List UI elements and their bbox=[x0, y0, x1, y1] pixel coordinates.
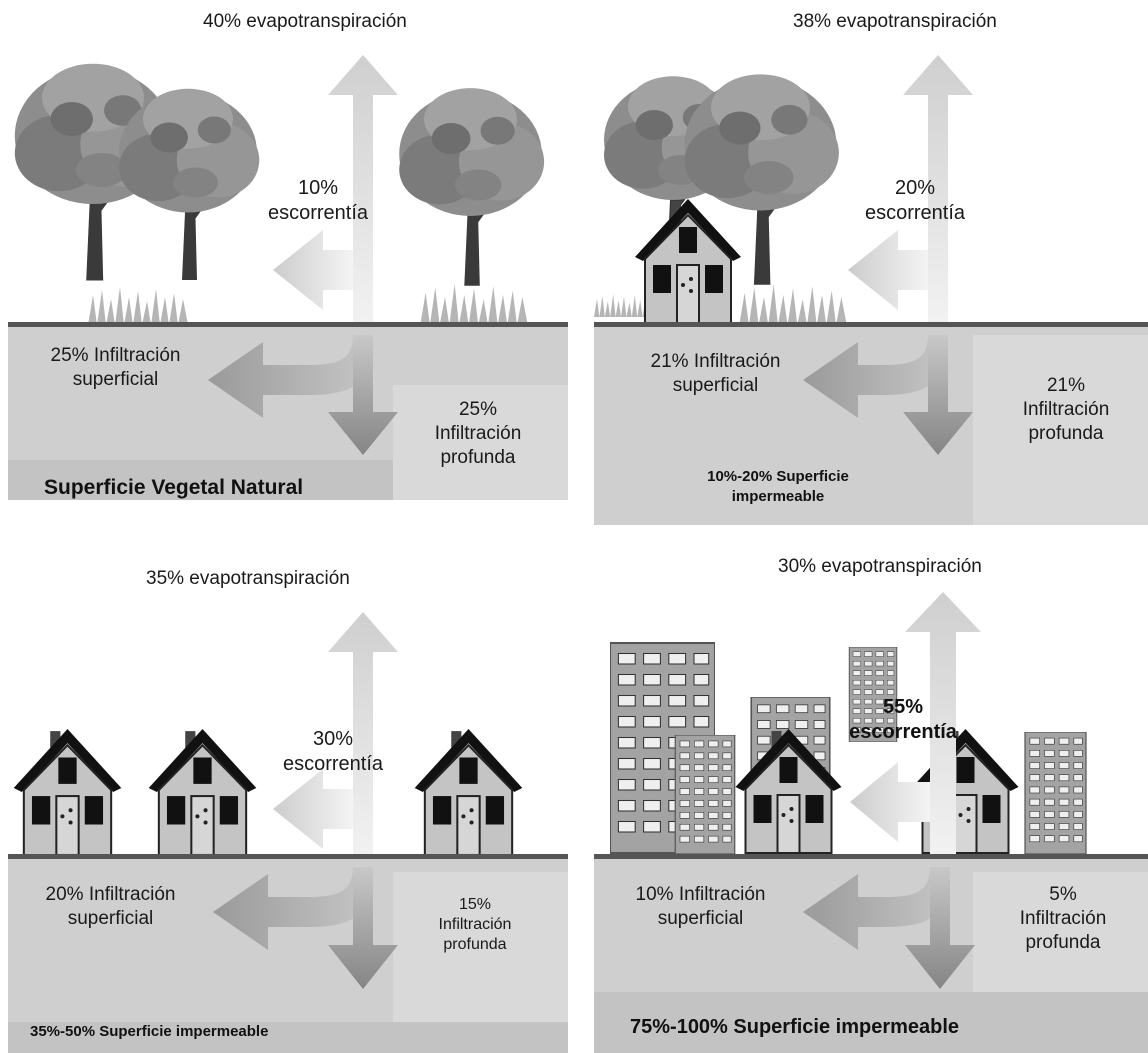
panel-4-artwork bbox=[594, 592, 1148, 1053]
runoff-text: escorrentía bbox=[282, 753, 384, 775]
house-icon bbox=[147, 728, 258, 857]
deep-infiltration-line2: profunda bbox=[1028, 422, 1104, 444]
arrow-left-icon bbox=[213, 867, 373, 950]
tree-icon bbox=[119, 88, 260, 280]
runoff-label: 55% escorrentía bbox=[838, 695, 968, 745]
deep-infiltration-percent: 25% bbox=[458, 399, 498, 420]
deep-infiltration-percent: 5% bbox=[1049, 884, 1077, 905]
house-icon bbox=[413, 728, 524, 857]
shallow-infiltration-line2: superficial bbox=[657, 907, 744, 929]
grass-icon bbox=[88, 287, 188, 325]
runoff-text: escorrentía bbox=[267, 202, 369, 224]
arrow-down-icon bbox=[328, 867, 398, 989]
house-icon bbox=[634, 198, 742, 324]
runoff-percent: 20% bbox=[894, 177, 936, 199]
soil-lower-block bbox=[973, 335, 1148, 525]
shallow-infiltration-line1: 10% Infiltración bbox=[635, 884, 766, 905]
shallow-infiltration-label: 25% Infiltración superficial bbox=[23, 344, 208, 392]
soil-bottom-band bbox=[594, 992, 1148, 1053]
surface-type-label: 10%-20% Superficie impermeable bbox=[678, 467, 878, 508]
arrow-left-icon bbox=[803, 335, 948, 418]
building-icon bbox=[674, 735, 736, 854]
house-icon bbox=[12, 728, 123, 857]
building-icon bbox=[1023, 732, 1088, 854]
deep-infiltration-line1: Infiltración bbox=[1022, 398, 1110, 420]
arrow-down-icon bbox=[903, 335, 973, 455]
shallow-infiltration-line2: superficial bbox=[67, 907, 154, 929]
deep-infiltration-line1: Infiltración bbox=[434, 422, 522, 444]
arrow-up-icon bbox=[328, 612, 398, 857]
runoff-label: 10% escorrentía bbox=[253, 176, 383, 226]
ground-line bbox=[8, 854, 568, 859]
panel-high-impervious: 30% evapotranspiración 55% escorrentía 1… bbox=[588, 527, 1148, 1053]
shallow-infiltration-label: 21% Infiltración superficial bbox=[623, 350, 808, 398]
surface-type-line1: 10%-20% Superficie bbox=[707, 468, 849, 485]
ground-line bbox=[594, 322, 1148, 327]
arrow-down-icon bbox=[328, 335, 398, 455]
runoff-label: 20% escorrentía bbox=[850, 176, 980, 226]
shallow-infiltration-line2: superficial bbox=[72, 368, 159, 390]
evapotranspiration-label: 30% evapotranspiración bbox=[778, 556, 982, 577]
deep-infiltration-line2: profunda bbox=[1025, 931, 1101, 953]
surface-type-label: 35%-50% Superficie impermeable bbox=[30, 1023, 269, 1040]
runoff-text: escorrentía bbox=[864, 202, 966, 224]
surface-type-line2: impermeable bbox=[731, 488, 825, 506]
shallow-infiltration-label: 10% Infiltración superficial bbox=[608, 883, 793, 931]
panel-1-artwork bbox=[8, 55, 568, 500]
runoff-percent: 10% bbox=[297, 177, 339, 199]
arrow-left-icon bbox=[850, 762, 930, 842]
arrow-left-icon bbox=[273, 230, 353, 310]
deep-infiltration-label: 5% Infiltración profunda bbox=[998, 883, 1128, 954]
arrow-left-icon bbox=[803, 867, 950, 950]
deep-infiltration-label: 21% Infiltración profunda bbox=[1001, 374, 1131, 445]
arrow-left-icon bbox=[848, 230, 928, 310]
grass-icon bbox=[739, 284, 847, 325]
soil-lower-block bbox=[973, 872, 1148, 992]
deep-infiltration-percent: 15% bbox=[458, 896, 492, 913]
surface-type-label: Superficie Vegetal Natural bbox=[44, 476, 304, 499]
runoff-text: escorrentía bbox=[849, 721, 957, 743]
deep-infiltration-line2: profunda bbox=[440, 446, 516, 468]
ground-line bbox=[594, 854, 1148, 859]
runoff-label: 30% escorrentía bbox=[268, 727, 398, 777]
arrow-up-icon bbox=[903, 55, 973, 325]
arrow-left-icon bbox=[208, 335, 373, 418]
panel-3-artwork bbox=[8, 612, 568, 1053]
deep-infiltration-line1: Infiltración bbox=[438, 916, 512, 933]
panel-medium-impervious: 35% evapotranspiración 30% escorrentía 2… bbox=[8, 527, 568, 1053]
panel-2-artwork bbox=[594, 55, 1148, 525]
soil-bottom-band bbox=[8, 1022, 568, 1053]
deep-infiltration-label: 25% Infiltración profunda bbox=[413, 398, 543, 469]
deep-infiltration-percent: 21% bbox=[1046, 375, 1086, 396]
shallow-infiltration-line1: 21% Infiltración bbox=[650, 351, 781, 372]
shallow-infiltration-line2: superficial bbox=[672, 374, 759, 396]
soil-lower-block bbox=[393, 385, 568, 500]
soil-lower-block bbox=[393, 872, 568, 1022]
surface-type-label: 75%-100% Superficie impermeable bbox=[630, 1016, 960, 1038]
soil-bottom-band bbox=[8, 460, 393, 500]
shallow-infiltration-label: 20% Infiltración superficial bbox=[18, 883, 203, 931]
shallow-infiltration-line1: 20% Infiltración bbox=[45, 884, 176, 905]
runoff-percent: 30% bbox=[312, 728, 354, 750]
arrow-left-icon bbox=[273, 769, 353, 849]
panel-natural-surface: 40% evapotranspiración 10% escorrentía 2… bbox=[8, 0, 568, 526]
panel-low-impervious: 38% evapotranspiración 20% escorrentía 2… bbox=[588, 0, 1148, 526]
evapotranspiration-label: 38% evapotranspiración bbox=[793, 11, 997, 32]
deep-infiltration-line2: profunda bbox=[443, 936, 507, 953]
ground-line bbox=[8, 322, 568, 327]
evapotranspiration-label: 35% evapotranspiración bbox=[146, 568, 350, 589]
grass-icon bbox=[420, 284, 528, 325]
arrow-down-icon bbox=[905, 867, 975, 989]
runoff-percent: 55% bbox=[882, 696, 924, 718]
arrow-up-icon bbox=[328, 55, 398, 325]
evapotranspiration-label: 40% evapotranspiración bbox=[203, 11, 407, 32]
deep-infiltration-label: 15% Infiltración profunda bbox=[410, 895, 540, 955]
arrow-up-icon bbox=[905, 592, 981, 857]
shallow-infiltration-line1: 25% Infiltración bbox=[50, 345, 181, 366]
deep-infiltration-line1: Infiltración bbox=[1019, 907, 1107, 929]
tree-icon bbox=[399, 88, 545, 286]
